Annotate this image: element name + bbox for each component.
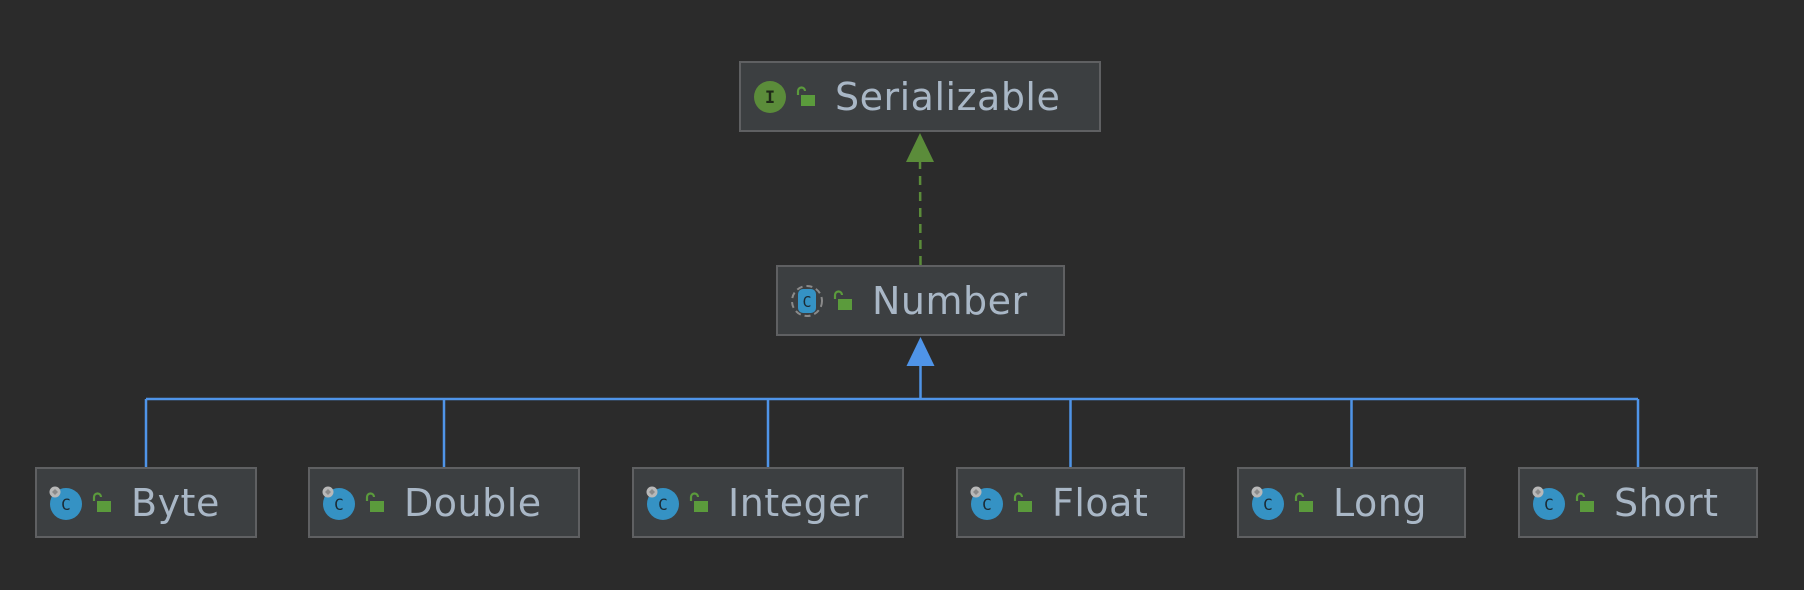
svg-text:I: I bbox=[765, 88, 775, 108]
public-lock-icon bbox=[1012, 491, 1034, 514]
node-serializable[interactable]: I Serializable bbox=[739, 61, 1101, 132]
interface-icon: I bbox=[753, 80, 787, 114]
svg-text:C: C bbox=[1544, 495, 1554, 514]
final-class-icon: C bbox=[322, 486, 356, 520]
node-integer[interactable]: C Integer bbox=[632, 467, 904, 538]
node-long[interactable]: C Long bbox=[1237, 467, 1466, 538]
svg-text:C: C bbox=[61, 495, 71, 514]
public-lock-icon bbox=[795, 85, 817, 108]
public-lock-icon bbox=[91, 491, 113, 514]
node-label: Double bbox=[404, 480, 542, 525]
node-label: Short bbox=[1614, 480, 1719, 525]
node-label: Long bbox=[1333, 480, 1427, 525]
node-label: Float bbox=[1052, 480, 1149, 525]
svg-text:C: C bbox=[658, 495, 668, 514]
implements-arrowhead bbox=[906, 133, 934, 162]
svg-text:C: C bbox=[334, 495, 344, 514]
public-lock-icon bbox=[1574, 491, 1596, 514]
final-class-icon: C bbox=[49, 486, 83, 520]
extends-arrowhead bbox=[906, 337, 935, 366]
node-label: Integer bbox=[728, 480, 869, 525]
public-lock-icon bbox=[832, 289, 854, 312]
node-byte[interactable]: C Byte bbox=[35, 467, 257, 538]
node-label: Serializable bbox=[835, 74, 1061, 119]
svg-text:C: C bbox=[982, 495, 992, 514]
node-number[interactable]: C Number bbox=[776, 265, 1065, 336]
svg-text:C: C bbox=[1263, 495, 1273, 514]
public-lock-icon bbox=[1293, 491, 1315, 514]
node-short[interactable]: C Short bbox=[1518, 467, 1758, 538]
final-class-icon: C bbox=[646, 486, 680, 520]
public-lock-icon bbox=[364, 491, 386, 514]
node-float[interactable]: C Float bbox=[956, 467, 1185, 538]
node-label: Number bbox=[872, 278, 1028, 323]
svg-text:C: C bbox=[802, 293, 811, 311]
public-lock-icon bbox=[688, 491, 710, 514]
final-class-icon: C bbox=[1532, 486, 1566, 520]
final-class-icon: C bbox=[970, 486, 1004, 520]
implements-edge bbox=[918, 159, 922, 266]
final-class-icon: C bbox=[1251, 486, 1285, 520]
node-label: Byte bbox=[131, 480, 220, 525]
node-double[interactable]: C Double bbox=[308, 467, 580, 538]
abstract-class-icon: C bbox=[790, 284, 824, 318]
